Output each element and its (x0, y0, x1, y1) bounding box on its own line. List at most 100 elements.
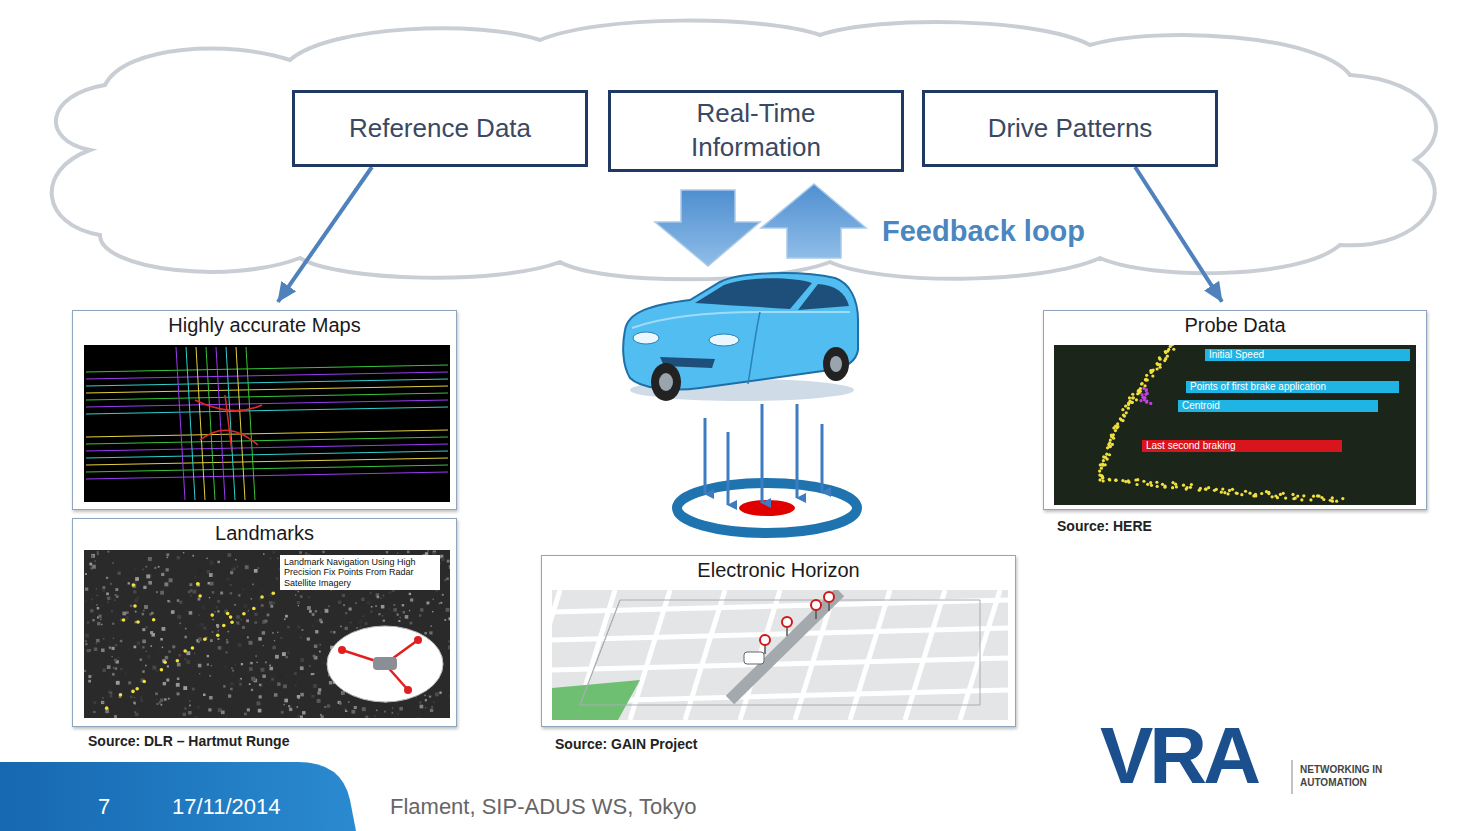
satellite-speckle (112, 647, 115, 650)
satellite-speckle (363, 616, 364, 617)
satellite-speckle (210, 561, 214, 565)
probe-point (1119, 417, 1122, 420)
satellite-speckle (112, 673, 115, 676)
probe-point (1114, 479, 1117, 482)
satellite-speckle (184, 636, 187, 639)
satellite-speckle (177, 678, 179, 680)
probe-point (1102, 464, 1105, 467)
satellite-speckle (186, 660, 190, 664)
landmark-point (131, 690, 135, 694)
probe-point (1127, 481, 1130, 484)
satellite-speckle (380, 597, 381, 598)
satellite-speckle (251, 677, 255, 681)
satellite-speckle (202, 627, 204, 629)
map-lane-line (86, 430, 448, 437)
landmark-point (226, 612, 230, 616)
satellite-speckle (432, 599, 433, 600)
satellite-speckle (397, 552, 399, 554)
box-label: Reference Data (349, 112, 531, 146)
probe-point (1132, 396, 1135, 399)
probe-point (1151, 369, 1154, 372)
probe-point (1141, 382, 1144, 385)
probe-point (1260, 492, 1263, 495)
satellite-speckle (338, 701, 341, 704)
probe-point (1226, 492, 1229, 495)
satellite-speckle (245, 608, 248, 611)
image-panel: Landmarks (72, 518, 457, 727)
satellite-speckle (424, 695, 426, 697)
satellite-speckle (345, 612, 347, 614)
satellite-speckle (378, 613, 380, 615)
satellite-speckle (116, 595, 119, 598)
satellite-speckle (134, 665, 135, 666)
satellite-speckle (151, 633, 155, 637)
satellite-speckle (356, 627, 357, 628)
satellite-speckle (136, 709, 140, 713)
satellite-speckle (425, 699, 427, 701)
satellite-speckle (417, 718, 420, 719)
satellite-speckle (185, 610, 187, 612)
map-lane-line (86, 458, 448, 465)
satellite-speckle (214, 611, 215, 612)
satellite-speckle (405, 615, 409, 619)
satellite-speckle (260, 684, 263, 687)
satellite-speckle (189, 700, 191, 702)
satellite-speckle (260, 668, 264, 672)
landmark-point (203, 638, 207, 642)
satellite-speckle (270, 605, 273, 608)
landmark-point (222, 624, 226, 628)
map-lane-line (226, 347, 235, 500)
satellite-speckle (300, 595, 303, 598)
satellite-speckle (261, 604, 264, 607)
probe-point (1294, 497, 1297, 500)
satellite-speckle (448, 641, 450, 643)
car-illustration (623, 273, 858, 401)
satellite-speckle (272, 632, 274, 634)
probe-point (1240, 493, 1243, 496)
satellite-speckle (439, 701, 443, 705)
satellite-speckle (160, 638, 162, 640)
landmark-point (252, 607, 256, 611)
map-lane-line (216, 347, 225, 500)
up-block-arrow (761, 184, 866, 258)
satellite-speckle (88, 680, 91, 683)
satellite-speckle (101, 648, 105, 652)
satellite-speckle (177, 663, 181, 667)
position-target (677, 404, 857, 533)
satellite-speckle (409, 610, 410, 611)
satellite-speckle (311, 673, 313, 675)
satellite-speckle (277, 632, 278, 633)
satellite-speckle (96, 639, 99, 642)
satellite-speckle (92, 555, 94, 557)
satellite-speckle (429, 631, 432, 634)
satellite-speckle (383, 620, 385, 622)
probe-point (1220, 491, 1223, 494)
satellite-speckle (284, 699, 288, 703)
horizon-map-image (552, 590, 1008, 720)
ego-vehicle (744, 652, 764, 664)
map-road (552, 658, 1008, 670)
satellite-speckle (374, 715, 375, 716)
satellite-speckle (194, 716, 198, 718)
satellite-speckle (300, 658, 304, 662)
probe-point (1215, 488, 1218, 491)
satellite-speckle (249, 667, 253, 671)
satellite-speckle (134, 697, 135, 698)
satellite-speckle (439, 692, 441, 694)
satellite-speckle (207, 655, 209, 657)
satellite-speckle (166, 679, 169, 682)
probe-point (1158, 356, 1161, 359)
satellite-speckle (370, 611, 372, 613)
satellite-speckle (322, 662, 324, 664)
satellite-speckle (449, 565, 450, 569)
satellite-speckle (295, 684, 297, 686)
image-panel: Highly accurate Maps (72, 310, 457, 510)
satellite-speckle (397, 713, 399, 715)
satellite-speckle (309, 665, 311, 667)
satellite-speckle (142, 670, 144, 672)
satellite-speckle (140, 699, 143, 702)
landmark-point (230, 620, 234, 624)
satellite-speckle (400, 617, 401, 618)
probe-point (1145, 378, 1148, 381)
satellite-speckle (126, 611, 129, 614)
